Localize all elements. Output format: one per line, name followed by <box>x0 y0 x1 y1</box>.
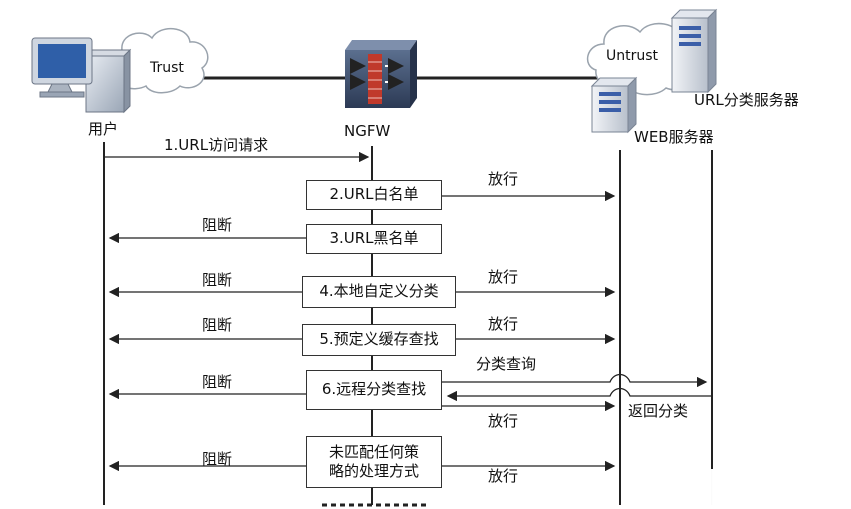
return-label: 返回分类 <box>628 402 689 420</box>
user-label: 用户 <box>88 120 119 138</box>
step-1-label: 1.URL访问请求 <box>164 136 269 154</box>
untrust-label: Untrust <box>606 48 659 64</box>
block-label-4: 阻断 <box>202 271 233 289</box>
step-3-box: 3.URL黑名单 <box>306 224 442 254</box>
query-label: 分类查询 <box>476 355 537 373</box>
step-6-box: 6.远程分类查找 <box>306 370 442 410</box>
allow-label-6: 放行 <box>488 412 519 430</box>
url-server-label: URL分类服务器 <box>694 91 799 109</box>
allow-label-5: 放行 <box>488 315 519 333</box>
bottom-right-fade <box>621 469 851 509</box>
block-label-7: 阻断 <box>202 450 233 468</box>
return-arrow <box>446 387 712 402</box>
trust-label: Trust <box>150 60 184 76</box>
step-2-box: 2.URL白名单 <box>306 180 442 210</box>
user-computer-icon <box>31 37 132 114</box>
step-7-line-2: 略的处理方式 <box>328 462 419 480</box>
step-7-box: 未匹配任何策 略的处理方式 <box>306 436 442 488</box>
ngfw-firewall-icon <box>345 40 417 108</box>
step-4-box: 4.本地自定义分类 <box>302 276 456 308</box>
allow-label-2: 放行 <box>488 170 519 188</box>
step-5-box: 5.预定义缓存查找 <box>302 324 456 356</box>
block-label-3: 阻断 <box>202 216 233 234</box>
ngfw-label: NGFW <box>344 122 391 140</box>
web-server-icon <box>590 76 638 134</box>
web-server-label: WEB服务器 <box>634 128 714 146</box>
block-label-5: 阻断 <box>202 316 233 334</box>
trust-cloud <box>108 28 209 94</box>
query-arrow <box>442 373 708 388</box>
block-label-6: 阻断 <box>202 373 233 391</box>
allow-label-4: 放行 <box>488 268 519 286</box>
step-7-line-1: 未匹配任何策 <box>328 442 419 461</box>
allow-label-7: 放行 <box>488 467 519 485</box>
url-server-icon <box>670 8 718 94</box>
